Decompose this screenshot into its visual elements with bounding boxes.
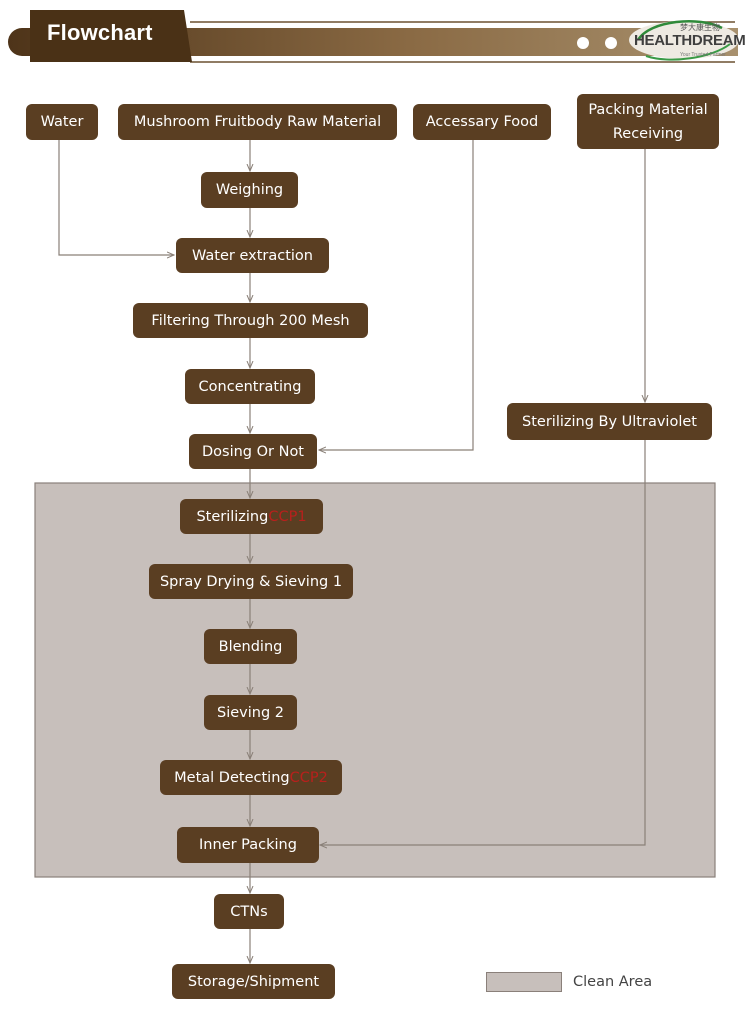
node-sieving-2-label: Sieving 2 [217, 704, 284, 721]
node-ctns-label: CTNs [230, 903, 268, 920]
node-packing-material: Packing Material Receiving [577, 94, 719, 149]
node-water-extraction-label: Water extraction [192, 247, 313, 264]
healthdream-logo: HEALTHDREAM [634, 32, 746, 49]
page-title: Flowchart [47, 20, 153, 45]
node-filtering: Filtering Through 200 Mesh [133, 303, 368, 338]
node-packing-material-label: Packing Material Receiving [588, 101, 708, 142]
legend-clean-area-swatch [486, 972, 562, 992]
node-spray-drying: Spray Drying & Sieving 1 [149, 564, 353, 599]
node-sterilizing-label: Sterilizing [196, 508, 269, 525]
node-blending-label: Blending [218, 638, 283, 655]
clean-area-region [34, 482, 716, 878]
node-raw-material-label: Mushroom Fruitbody Raw Material [133, 114, 382, 130]
node-weighing: Weighing [201, 172, 298, 208]
ccp2-badge: CCP2 [289, 769, 328, 786]
node-spray-drying-label: Spray Drying & Sieving 1 [159, 573, 343, 590]
node-uv-sterilizing-label: Sterilizing By Ultraviolet [522, 413, 697, 430]
node-raw-material: Mushroom Fruitbody Raw Material [118, 104, 397, 140]
legend-clean-area-label: Clean Area [573, 974, 653, 990]
node-ctns: CTNs [214, 894, 284, 929]
node-metal-detecting: Metal Detecting CCP2 [160, 760, 342, 795]
node-uv-sterilizing: Sterilizing By Ultraviolet [507, 403, 712, 440]
arrow-accessary-to-dosing [319, 140, 474, 450]
node-filtering-label: Filtering Through 200 Mesh [151, 312, 350, 329]
arrow-water-to-extraction [58, 140, 174, 255]
node-dosing-label: Dosing Or Not [201, 443, 304, 460]
node-accessary-food: Accessary Food [413, 104, 551, 140]
node-water: Water [26, 104, 98, 140]
node-water-label: Water [40, 114, 84, 130]
node-storage-shipment-label: Storage/Shipment [187, 973, 320, 990]
ccp1-badge: CCP1 [268, 508, 307, 525]
node-inner-packing-label: Inner Packing [199, 837, 297, 853]
node-inner-packing: Inner Packing [177, 827, 319, 863]
node-sieving-2: Sieving 2 [204, 695, 297, 730]
node-water-extraction: Water extraction [176, 238, 329, 273]
node-accessary-food-label: Accessary Food [425, 114, 539, 130]
node-metal-detecting-label: Metal Detecting [174, 769, 290, 786]
arrow-uv-to-inner-packing [320, 440, 646, 845]
node-blending: Blending [204, 629, 297, 664]
node-concentrating: Concentrating [185, 369, 315, 404]
node-storage-shipment: Storage/Shipment [172, 964, 335, 999]
node-sterilizing: Sterilizing CCP1 [180, 499, 323, 534]
node-weighing-label: Weighing [215, 182, 284, 198]
node-concentrating-label: Concentrating [198, 378, 302, 395]
header-banner [8, 10, 739, 63]
logo-tagline: Your Trusted Partner [680, 52, 726, 58]
logo-chinese-text: 梦大康生物 [680, 23, 720, 32]
node-dosing: Dosing Or Not [189, 434, 317, 469]
